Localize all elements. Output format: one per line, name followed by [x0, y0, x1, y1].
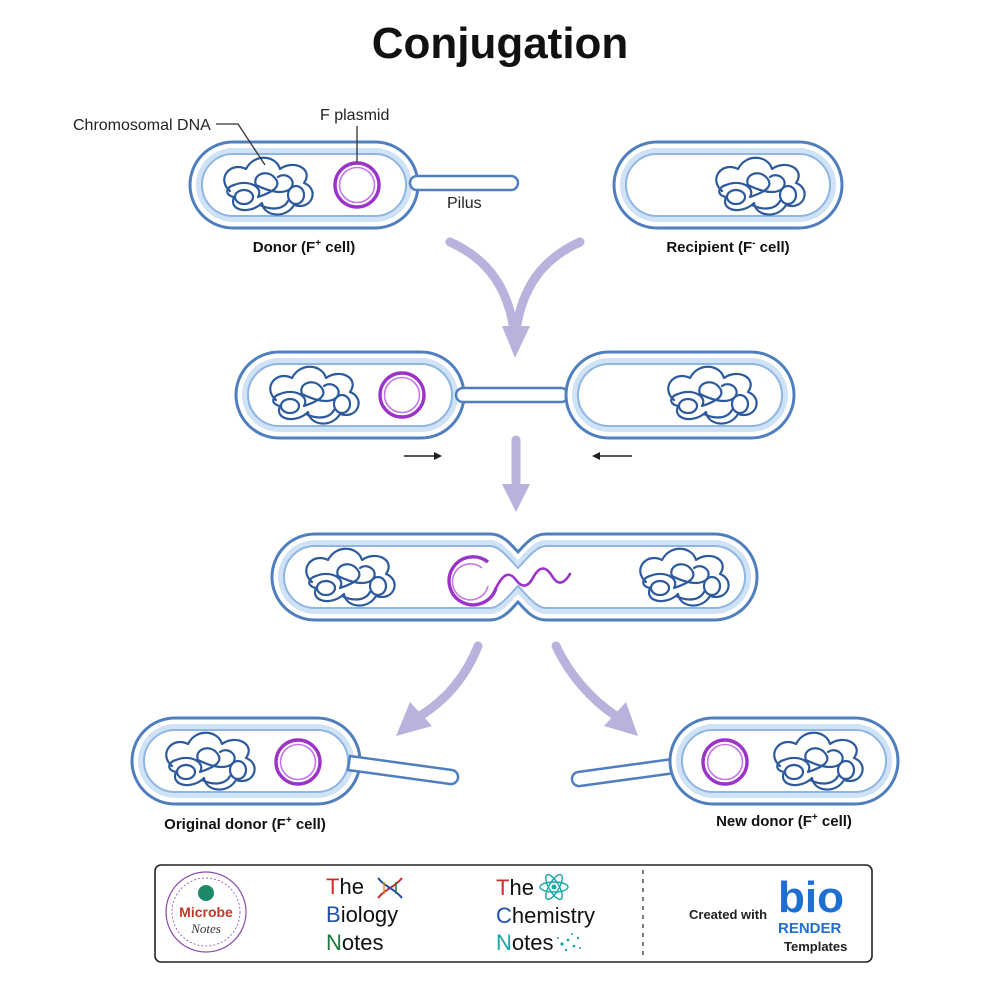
biology-notes-logo: The Biology Notes [326, 874, 403, 955]
created-with-text: Created with [689, 907, 767, 922]
f-plasmid-transfer-icon [447, 555, 498, 607]
diverge-arrow-left [396, 641, 483, 736]
svg-text:The: The [496, 875, 534, 900]
svg-text:The: The [326, 874, 364, 899]
chromosomal-dna-label: Chromosomal DNA [73, 117, 211, 134]
fused-cell [270, 532, 759, 622]
pilus [570, 756, 684, 788]
donor-cell-attached [234, 350, 466, 440]
biorender-logo: bio RENDER Templates [778, 873, 847, 954]
svg-text:Microbe: Microbe [179, 904, 233, 920]
move-right-arrow [404, 452, 442, 460]
move-left-arrow [592, 452, 632, 460]
new-donor-cell [570, 716, 900, 806]
svg-text:Notes: Notes [190, 921, 221, 936]
chemistry-notes-logo: The Chemistry Notes [496, 873, 595, 955]
recipient-label: Recipient (F- cell) [666, 238, 789, 256]
new-donor-label: New donor (F+ cell) [716, 812, 852, 830]
pilus-label: Pilus [447, 195, 482, 212]
pilus [346, 754, 460, 786]
svg-text:RENDER: RENDER [778, 920, 842, 937]
svg-text:Chemistry: Chemistry [496, 903, 595, 928]
donor-label: Donor (F+ cell) [253, 238, 356, 256]
original-donor-cell [130, 716, 362, 806]
diverge-arrow-right [551, 641, 638, 736]
dna-helix-icon [377, 877, 403, 899]
ssdna-strand-icon [494, 567, 572, 590]
atom-icon [539, 873, 569, 901]
pilus-bridge [454, 386, 570, 404]
donor-cell [188, 140, 420, 230]
microbe-notes-logo: Microbe Notes [165, 871, 247, 953]
svg-text:Notes: Notes [496, 930, 553, 955]
converge-arrow [445, 237, 585, 358]
footer-logos: Microbe Notes The Biology Notes The Chem… [154, 864, 873, 963]
recipient-cell-attached [564, 350, 796, 440]
down-arrow [502, 435, 530, 512]
page-title: Conjugation [372, 19, 629, 68]
svg-text:bio: bio [778, 873, 844, 922]
chromosomal-dna-leader [216, 123, 266, 166]
svg-text:Biology: Biology [326, 902, 398, 927]
svg-text:Notes: Notes [326, 930, 383, 955]
original-donor-label: Original donor (F+ cell) [164, 815, 326, 833]
recipient-cell [612, 140, 844, 230]
svg-text:Templates: Templates [784, 939, 847, 954]
particles-icon [557, 933, 581, 952]
f-plasmid-label: F plasmid [320, 107, 389, 124]
pilus [408, 174, 520, 192]
